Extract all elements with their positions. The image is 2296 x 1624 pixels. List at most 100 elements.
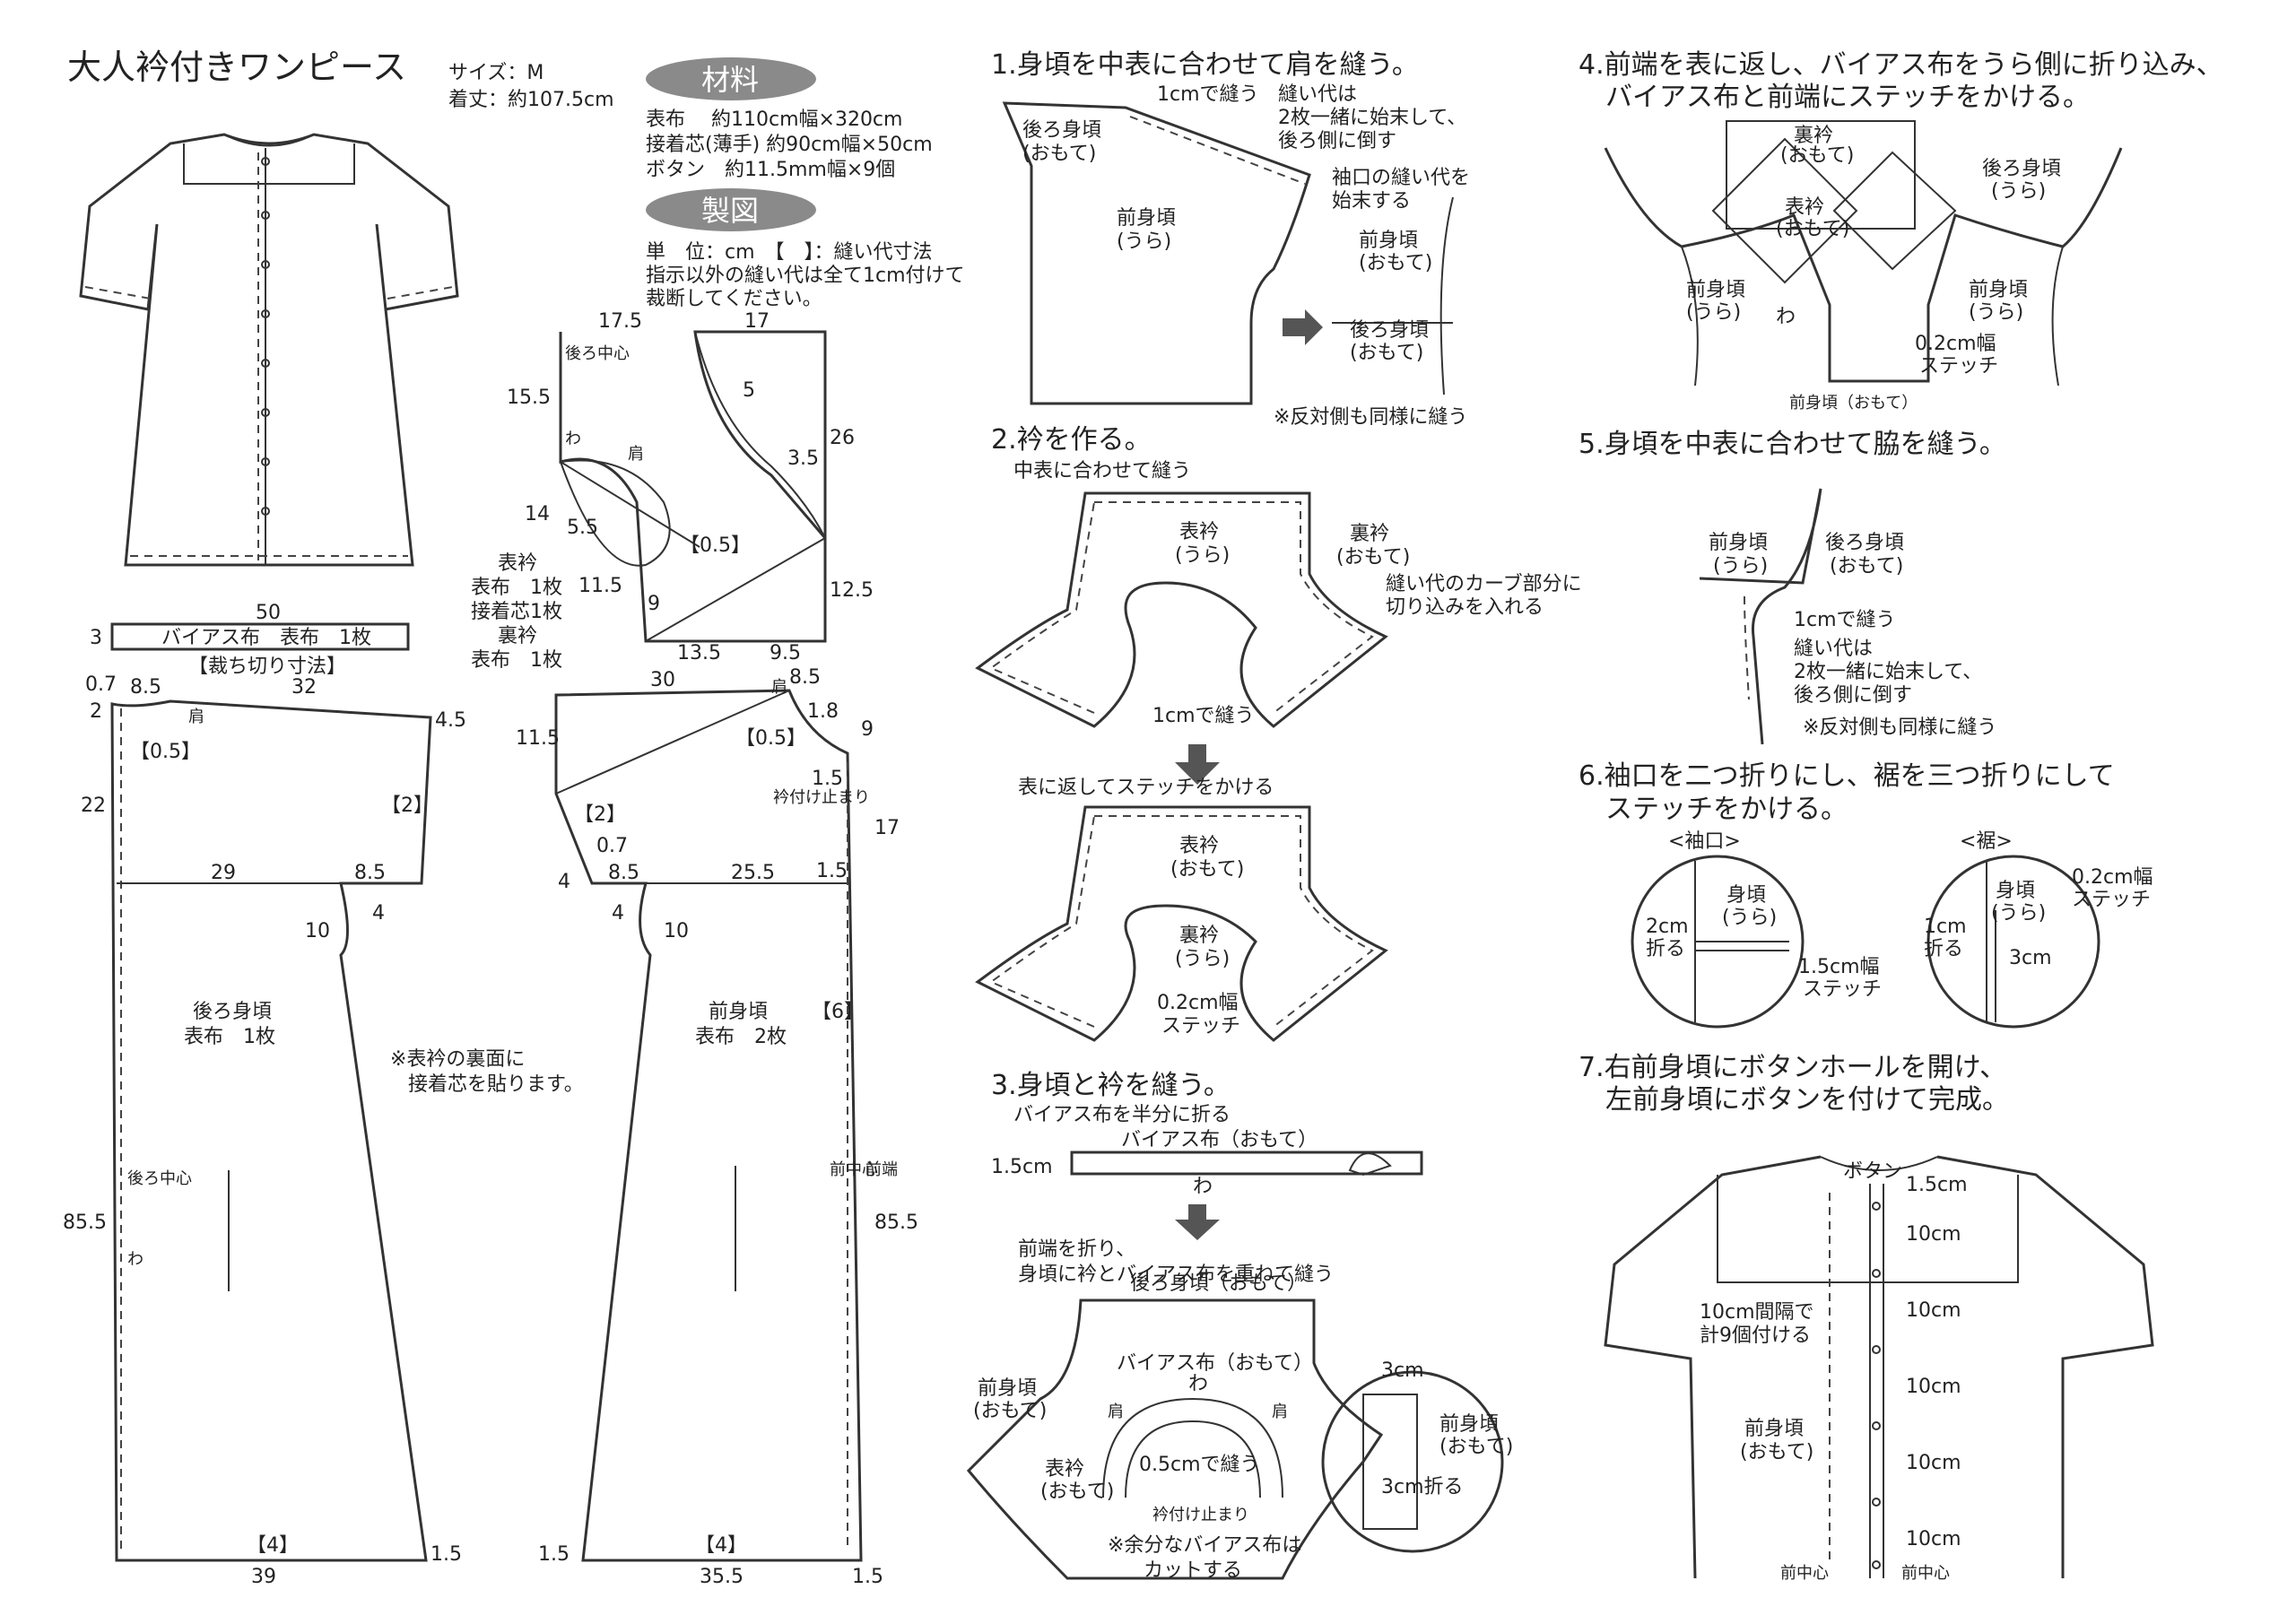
step-3-fold-3: 身頃に衿とバイアス布を重ねて縫う xyxy=(1018,1264,1334,1286)
step-7-m10e: 10cm xyxy=(1906,1528,1961,1550)
back-dim-07: 0.7 xyxy=(85,673,117,696)
back-dim-15: 1.5 xyxy=(430,1543,462,1566)
step-4-back-sub: (うら) xyxy=(1991,180,2046,203)
step-7-button: ボタン xyxy=(1843,1160,1902,1183)
back-dim-4: 4 xyxy=(372,902,385,925)
front-label: 前身頃 xyxy=(709,1001,768,1023)
step-4-title-1: 4.前端を表に返し、バイアス布をうら側に折り込み、 xyxy=(1578,49,2223,81)
back-center: 後ろ中心 xyxy=(127,1169,192,1188)
step-3-front-2-sub: (おもて) xyxy=(1439,1436,1513,1458)
step-2-top-2: 表衿 xyxy=(1179,835,1219,857)
step-3-m3b: 3cm折る xyxy=(1381,1476,1464,1498)
step-1-front-sub: (うら) xyxy=(1117,230,1171,253)
step-2-under-sub: (おもて) xyxy=(1336,546,1410,569)
unit-line: 単 位：cm 【 】：縫い代寸法 xyxy=(646,241,933,264)
step-5-seam-2: 2枚一緒に始末して、 xyxy=(1794,661,1982,683)
step-5-front: 前身頃 xyxy=(1709,532,1768,554)
step-7-m10d: 10cm xyxy=(1906,1452,1961,1474)
step-2-under-2: 裏衿 xyxy=(1179,925,1219,947)
back-dim-10: 10 xyxy=(305,920,330,942)
step-6-h-body-sub: (うら) xyxy=(1991,902,2046,925)
drafting-badge xyxy=(646,188,816,231)
step-6: 6.袖口を二つ折りにし、裾を三つ折りにして ステッチをかける。 <袖口> <裾>… xyxy=(1578,760,2153,1029)
step-1: 1.身頃を中表に合わせて肩を縫う。 後ろ身頃 (おもて) 1cmで縫う 縫い代は… xyxy=(991,49,1470,429)
step-1-back-2: 後ろ身頃 xyxy=(1350,319,1429,342)
back-seam-4: 【4】 xyxy=(247,1534,299,1557)
front-center: 前中心 xyxy=(830,1160,878,1179)
collar-label-top-fabric: 表布 1枚 xyxy=(471,577,562,599)
step-5-title: 5.身頃を中表に合わせて脇を縫う。 xyxy=(1578,429,2006,460)
step-6-cuff: <袖口> xyxy=(1668,830,1741,853)
step-4-back: 後ろ身頃 xyxy=(1982,158,2061,180)
step-6-c-fold: 2cm xyxy=(1646,916,1689,938)
interfacing-note-2: 接着芯を貼ります。 xyxy=(408,1073,584,1096)
step-6-title-1: 6.袖口を二つ折りにし、裾を三つ折りにして xyxy=(1578,760,2115,792)
step-1-front-2-sub: (おもて) xyxy=(1359,252,1432,274)
size-text: サイズ：M xyxy=(448,62,544,84)
front-dim-255: 25.5 xyxy=(731,862,775,884)
front-dim-15: 1.5 xyxy=(812,768,843,790)
back-dim-22: 22 xyxy=(81,795,106,817)
collar-dim-125: 12.5 xyxy=(830,579,874,602)
material-line-2: 接着芯(薄手) 約90cm幅×50cm xyxy=(646,134,933,156)
collar-shoulder: 肩 xyxy=(628,445,644,464)
step-2-sub: 中表に合わせて縫う xyxy=(1013,460,1191,482)
collar-dim-top-right: 17 xyxy=(744,310,770,333)
collar-dim-14: 14 xyxy=(525,503,550,525)
step-7-m10b: 10cm xyxy=(1906,1299,1961,1322)
step-4-wa: わ xyxy=(1776,306,1796,328)
step-3-cut-1: ※余分なバイアス布は xyxy=(1108,1534,1301,1557)
back-fold: わ xyxy=(127,1250,144,1269)
collar-dim-5: 5 xyxy=(743,379,755,402)
step-4-under: 裏衿 xyxy=(1794,125,1833,147)
step-2-cut-2: 切り込みを入れる xyxy=(1386,596,1544,619)
step-3-back: 後ろ身頃（おもて） xyxy=(1130,1272,1307,1295)
step-5-sew: 1cmで縫う xyxy=(1794,609,1896,631)
step-3-m3: 3cm xyxy=(1381,1359,1424,1382)
step-4-top: 表衿 xyxy=(1785,196,1824,219)
front-dim-15b: 1.5 xyxy=(816,860,848,882)
drafting-note-1: 指示以外の縫い代は全て1cm付けて xyxy=(646,265,965,287)
step-1-back-sub: (おもて) xyxy=(1022,143,1096,165)
front-dim-17: 17 xyxy=(874,817,900,839)
step-6-title-2: ステッチをかける。 xyxy=(1605,794,1848,825)
step-4-front-r-sub: (うら) xyxy=(1969,301,2023,324)
step-3-front-sub: (おもて) xyxy=(973,1400,1047,1422)
step-7-interval-1: 10cm間隔で xyxy=(1700,1301,1814,1324)
front-dim-10: 10 xyxy=(664,920,689,942)
collar-fold: わ xyxy=(565,430,581,448)
step-6-h-3: 3cm xyxy=(2009,947,2052,969)
back-dim-85: 8.5 xyxy=(130,676,161,699)
back-dim-85b: 8.5 xyxy=(354,862,386,884)
step-7-interval-2: 計9個付ける xyxy=(1700,1324,1811,1347)
step-6-c-fold-2: 折る xyxy=(1646,938,1685,960)
step-3-fold-2: 前端を折り、 xyxy=(1018,1238,1135,1261)
front-seam-6: 【6】 xyxy=(812,1001,864,1023)
step-2-stitch-2: ステッチ xyxy=(1161,1015,1240,1038)
step-7-front: 前身頃 xyxy=(1744,1418,1804,1440)
step-2-under: 裏衿 xyxy=(1350,523,1389,545)
step-3-cut-2: カットする xyxy=(1144,1559,1242,1582)
material-line-1: 表布 約110cm幅×320cm xyxy=(646,109,902,131)
step-3-title: 3.身頃と衿を縫う。 xyxy=(991,1070,1231,1101)
front-edge: 前端 xyxy=(865,1160,898,1179)
back-seam-2: 【2】 xyxy=(381,795,433,817)
step-4-front-l: 前身頃 xyxy=(1686,279,1745,301)
back-dim-32: 32 xyxy=(291,676,317,699)
bias-strip: 50 3 バイアス布 表布 1枚 【裁ち切り寸法】 xyxy=(90,602,410,678)
step-3-front-2: 前身頃 xyxy=(1439,1413,1499,1436)
dress-illustration xyxy=(79,133,459,567)
step-6-c-body-sub: (うら) xyxy=(1722,907,1777,929)
back-dim-39: 39 xyxy=(251,1566,276,1588)
collar-label-under: 裏衿 xyxy=(498,625,537,647)
collar-dim-135: 13.5 xyxy=(677,642,721,664)
step-5: 5.身頃を中表に合わせて脇を縫う。 前身頃 (うら) 後ろ身頃 (おもて) 1c… xyxy=(1578,429,2006,745)
step-4-stitch-2: ステッチ xyxy=(1919,355,1998,378)
step-3-stop: 衿付け止まり xyxy=(1152,1506,1249,1524)
collar-dim-35: 3.5 xyxy=(787,447,819,470)
collar-dim-95: 9.5 xyxy=(770,642,801,664)
step-6-c-st-1: 1.5cm幅 xyxy=(1798,956,1880,978)
step-6-h-st-1: 0.2cm幅 xyxy=(2072,866,2153,889)
step-3-sew: 0.5cmで縫う xyxy=(1139,1454,1260,1476)
step-3-collar: 表衿 xyxy=(1045,1458,1084,1481)
